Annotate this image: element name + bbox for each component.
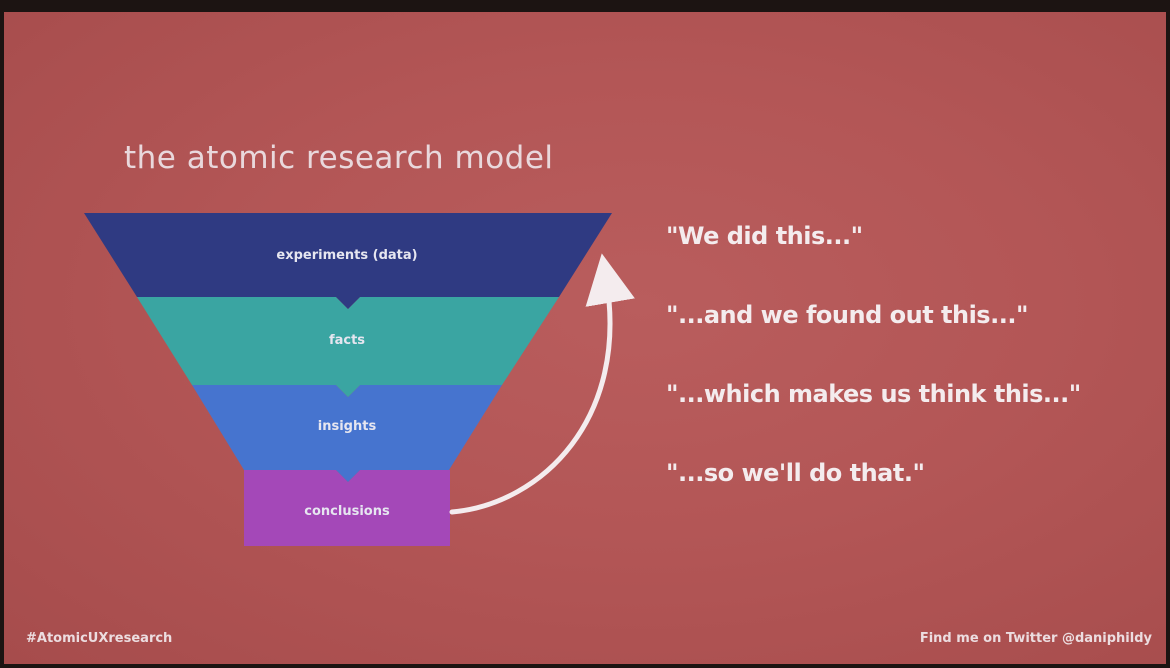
funnel-stage-experiments: experiments (data) — [84, 213, 612, 309]
funnel-stage-conclusions: conclusions — [244, 470, 450, 546]
curved-arrow-up-icon — [449, 253, 635, 515]
funnel-stage-insights-shape — [192, 385, 502, 482]
funnel-stage-insights-label: insights — [318, 419, 377, 434]
funnel-stage-facts-label: facts — [329, 333, 365, 348]
funnel-stage-conclusions-label: conclusions — [304, 504, 390, 519]
quote-well-do-that: "...so we'll do that." — [666, 459, 925, 487]
funnel-stage-facts-shape — [137, 297, 559, 397]
funnel-stage-experiments-shape — [84, 213, 612, 309]
footer-twitter-handle: Find me on Twitter @daniphildy — [919, 631, 1152, 646]
funnel-stage-facts: facts — [137, 297, 559, 397]
quote-makes-us-think: "...which makes us think this..." — [666, 380, 1081, 408]
quote-we-did-this: "We did this..." — [666, 222, 863, 250]
quote-found-out-this: "...and we found out this..." — [666, 301, 1028, 329]
presentation-slide: the atomic research model conclusions in… — [4, 12, 1166, 664]
funnel-stage-insights: insights — [192, 385, 502, 482]
footer-hashtag: #AtomicUXresearch — [26, 631, 173, 646]
slide-title: the atomic research model — [124, 140, 554, 176]
funnel-stage-experiments-label: experiments (data) — [276, 248, 417, 263]
atomic-research-funnel: conclusions insights facts experiments (… — [84, 213, 635, 546]
funnel-stage-conclusions-shape — [244, 470, 450, 546]
